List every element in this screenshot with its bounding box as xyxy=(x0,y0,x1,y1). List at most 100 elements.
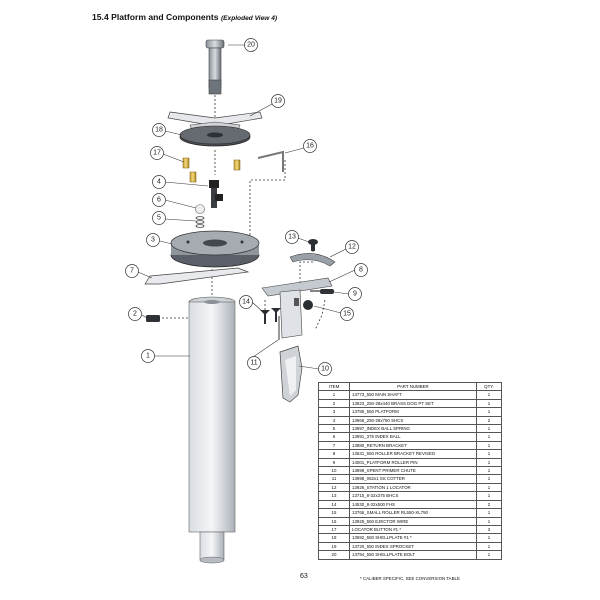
bhcs-screw xyxy=(308,239,318,251)
callout-1: 1 xyxy=(146,353,150,360)
row-qty: 1 xyxy=(476,550,502,560)
fhs-screws xyxy=(260,308,281,324)
row-qty: 1 xyxy=(476,440,502,451)
row-part-number: 13880_RETURN BRACKET xyxy=(349,440,477,451)
page-subtitle: (Exploded View 4) xyxy=(220,15,278,22)
row-qty: 1 xyxy=(476,398,502,409)
index-ball-spring xyxy=(195,216,205,228)
page-title-text: 15.4 Platform and Components xyxy=(92,12,219,22)
callout-11: 11 xyxy=(250,360,257,367)
row-qty: 1 xyxy=(476,466,502,476)
row-part-number: 13766_SMALL ROLLER RL550-XL750 xyxy=(349,508,477,518)
row-qty: 1 xyxy=(476,508,502,518)
page-title: 15.4 Platform and Components (Exploded V… xyxy=(92,12,277,22)
callout-6: 6 xyxy=(157,197,161,204)
row-part-number: 13773_550 MAIN SHAFT xyxy=(349,390,477,400)
row-item: 11 xyxy=(318,474,350,484)
callout-10: 10 xyxy=(321,366,329,373)
row-item: 5 xyxy=(318,424,350,434)
row-item: 9 xyxy=(318,457,350,468)
row-item: 12 xyxy=(318,482,350,493)
row-part-number: 13899_SPENT PRIMER CHUTE xyxy=(349,466,477,476)
row-part-number: 13926_STATION 1 LOCATOR xyxy=(349,482,477,493)
roller-bracket xyxy=(261,277,333,339)
row-part-number: 13715_8-32x375 BHCS xyxy=(349,491,477,501)
row-qty: 1 xyxy=(476,516,502,526)
shellplate xyxy=(179,125,251,147)
locator-buttons xyxy=(182,157,241,183)
row-qty: 1 xyxy=(476,432,502,442)
row-part-number: 14001_PLATFORM ROLLER PIN xyxy=(349,457,477,468)
row-item: 17 xyxy=(318,524,350,535)
header-item: ITEM xyxy=(318,381,350,392)
row-qty: 1 xyxy=(476,457,502,468)
callout-17: 17 xyxy=(153,150,161,157)
row-item: 8 xyxy=(318,449,350,459)
callout-14: 14 xyxy=(242,299,250,306)
row-part-number: 13923_250-28x440 BRASS DOG PT SET xyxy=(349,398,477,409)
shcs-bolts xyxy=(209,180,223,208)
callout-8: 8 xyxy=(359,267,363,274)
row-item: 4 xyxy=(318,415,350,426)
callout-4: 4 xyxy=(157,179,161,186)
set-screw xyxy=(146,315,160,322)
row-qty: 1 xyxy=(476,491,502,501)
page-number: 63 xyxy=(300,573,308,580)
row-part-number: 13966_250-28x750 SHCS xyxy=(349,415,477,426)
platform xyxy=(170,230,260,268)
row-item: 2 xyxy=(318,398,350,409)
row-part-number: 13794_550 SHELLPLATE BOLT xyxy=(349,550,477,560)
return-bracket xyxy=(144,267,250,285)
row-part-number: 13785_550 PLATFORM xyxy=(349,407,477,417)
callout-2: 2 xyxy=(133,311,137,318)
row-part-number: 13991_375 INDEX BALL xyxy=(349,432,477,442)
callout-15: 15 xyxy=(343,311,351,318)
row-qty: 2 xyxy=(476,499,502,510)
row-qty: 1 xyxy=(476,541,502,552)
row-part-number: LOCATOR BUTTON #1 * xyxy=(349,524,477,535)
row-part-number: 14530_8-32x500 FHS xyxy=(349,499,477,510)
row-part-number: 13631_550 ROLLER BRACKET REVISED xyxy=(349,449,477,459)
row-item: 7 xyxy=(318,440,350,451)
shellplate-bolt xyxy=(205,39,225,95)
row-item: 19 xyxy=(318,541,350,552)
row-qty: 1 xyxy=(476,474,502,484)
callout-9: 9 xyxy=(353,291,357,298)
row-item: 10 xyxy=(318,466,350,476)
ejector-wire xyxy=(257,150,284,172)
row-item: 14 xyxy=(318,499,350,510)
callout-18: 18 xyxy=(155,127,163,134)
row-part-number: 13998_062x1 SS COTTER xyxy=(349,474,477,484)
row-item: 6 xyxy=(318,432,350,442)
row-qty: 1 xyxy=(476,390,502,400)
row-part-number: 13692_550 SHELLPLATE #1 * xyxy=(349,533,477,543)
row-item: 13 xyxy=(318,491,350,501)
callout-circles xyxy=(125,38,368,376)
callout-3: 3 xyxy=(151,237,155,244)
platform-roller-pin xyxy=(310,289,334,294)
station-locator xyxy=(289,253,336,267)
table-footnote: * CALIBER SPECIFIC, SEE CONVERSION TABLE xyxy=(360,576,460,581)
callout-7: 7 xyxy=(130,268,134,275)
callout-19: 19 xyxy=(274,98,282,105)
callout-13: 13 xyxy=(288,234,296,241)
row-qty: 3 xyxy=(476,524,502,535)
row-item: 16 xyxy=(318,516,350,526)
callout-5: 5 xyxy=(157,215,161,222)
